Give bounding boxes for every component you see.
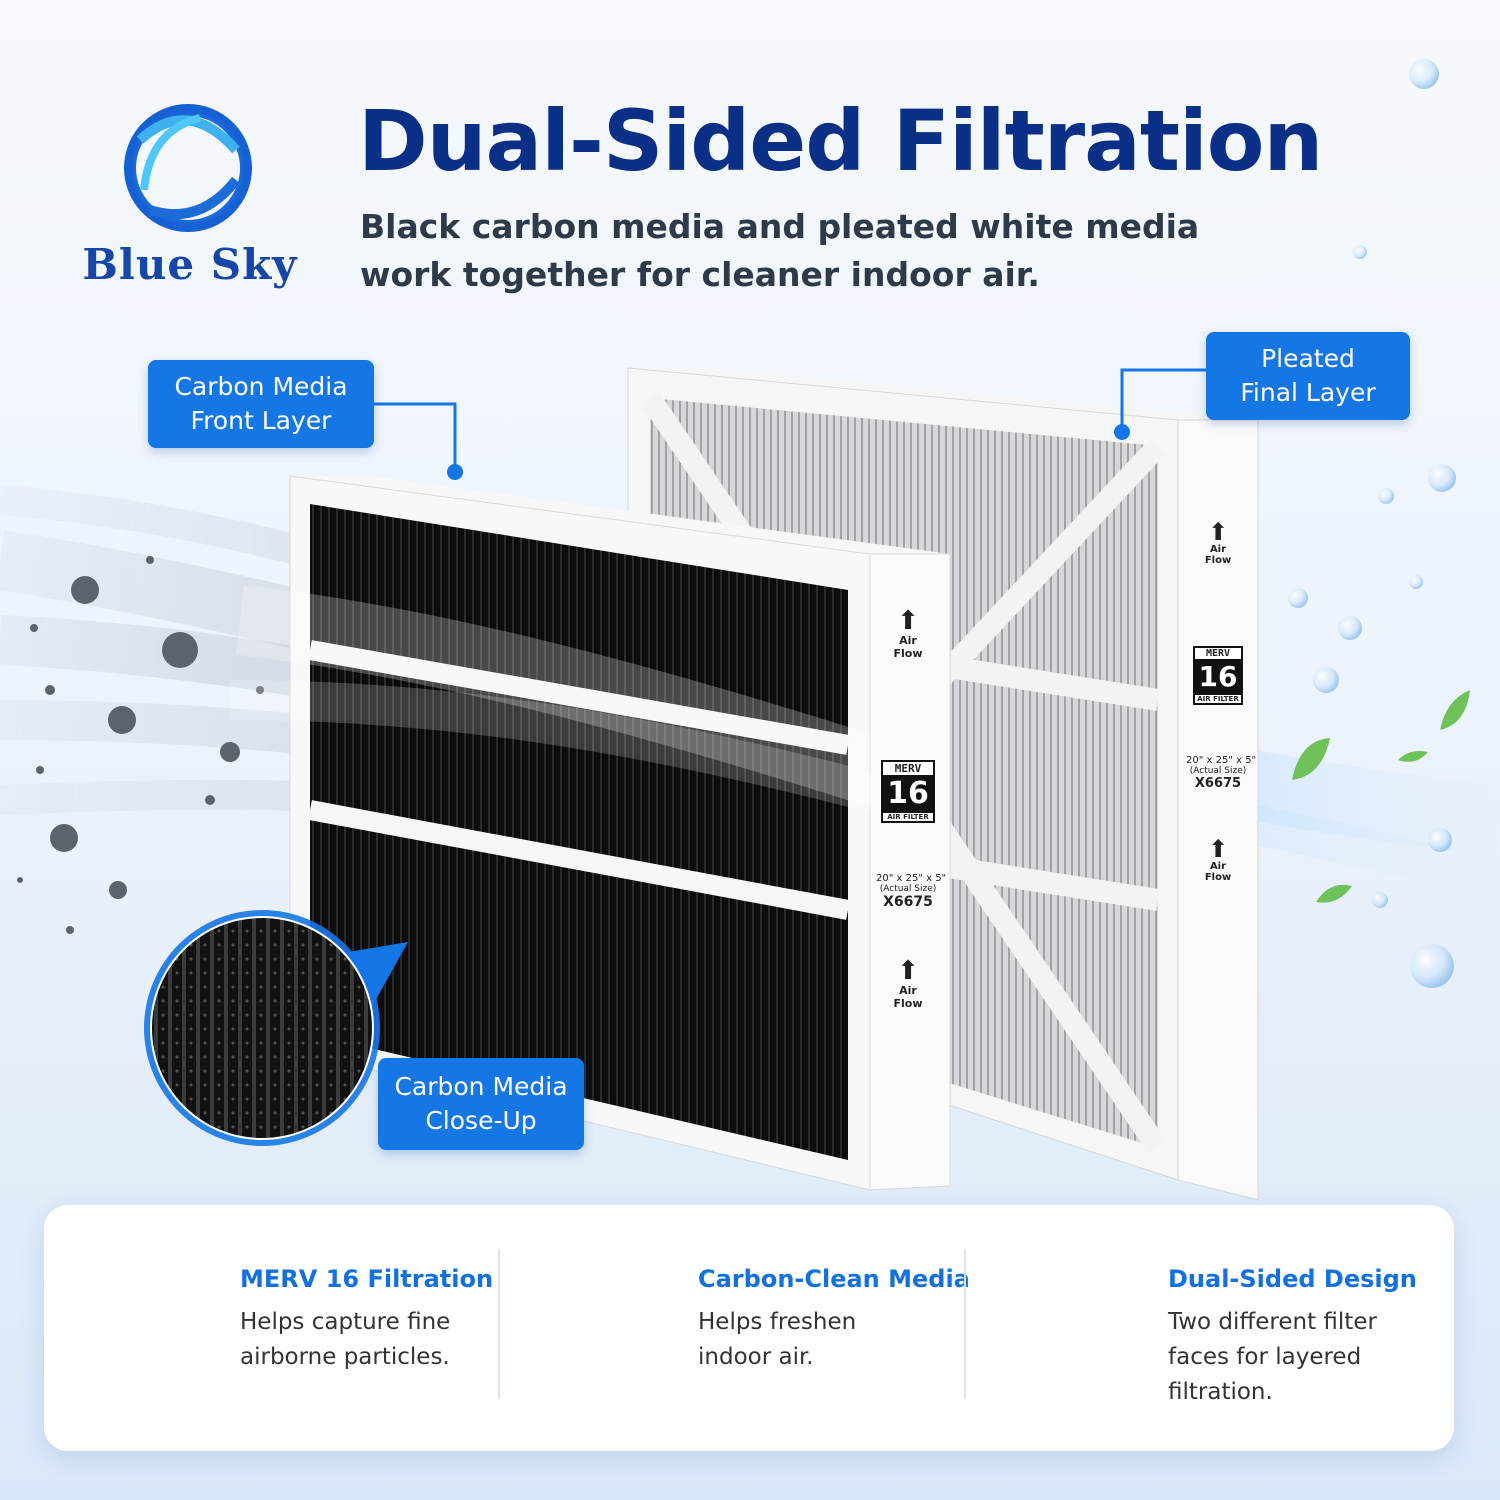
merv-text: MERV — [894, 762, 922, 775]
carbon-filter-front — [289, 475, 951, 1191]
feature-divider — [964, 1249, 966, 1399]
feature-desc-line: airborne particles. — [240, 1344, 450, 1370]
airflow-arrow-icon: ⬆ — [1207, 518, 1229, 546]
subtitle-line-2: work together for cleaner indoor air. — [360, 255, 1040, 294]
merv-badge: MERV 16 AIR FILTER — [1193, 646, 1243, 705]
brand-name: Blue Sky — [82, 240, 298, 289]
filter-model: X6675 — [883, 894, 933, 910]
airflow-label: Air — [899, 984, 917, 997]
merv-text: MERV — [1205, 648, 1231, 659]
callout-pleated-final: Pleated Final Layer — [1206, 332, 1410, 420]
feature-divider — [498, 1249, 500, 1399]
airflow-arrow-icon: ⬆ — [1207, 835, 1229, 863]
callout-line: Close-Up — [425, 1106, 537, 1135]
callout-carbon-closeup: Carbon Media Close-Up — [378, 1058, 584, 1150]
feature-desc-line: faces for layered — [1168, 1344, 1362, 1370]
merv-type: AIR FILTER — [1197, 695, 1239, 703]
airflow-label: Air — [1209, 544, 1227, 555]
feature-desc-merv: Helps capture fine airborne particles. — [240, 1305, 450, 1375]
page-title: Dual-Sided Filtration — [358, 92, 1323, 190]
feature-title-merv: MERV 16 Filtration — [240, 1265, 494, 1293]
feature-title-dual: Dual-Sided Design — [1168, 1265, 1417, 1293]
callout-line: Front Layer — [190, 406, 332, 435]
feature-desc-line: Two different filter — [1168, 1309, 1377, 1335]
callout-line: Pleated — [1261, 344, 1355, 373]
merv-badge: MERV 16 AIR FILTER — [881, 760, 935, 823]
airflow-label: Air — [1209, 861, 1227, 872]
feature-desc-dual: Two different filter faces for layered f… — [1168, 1305, 1377, 1410]
airflow-label: Flow — [893, 997, 923, 1010]
airflow-label: Flow — [893, 647, 923, 660]
filter-size: 20" x 25" x 5" — [876, 873, 947, 884]
callout-line: Carbon Media — [394, 1072, 568, 1101]
callout-line: Final Layer — [1240, 378, 1376, 407]
merv-rating: 16 — [883, 775, 933, 813]
filter-size-note: (Actual Size) — [879, 884, 937, 894]
page-subtitle: Black carbon media and pleated white med… — [360, 203, 1260, 299]
filter-size: 20" x 25" x 5" — [1186, 755, 1257, 766]
feature-desc-line: Helps capture fine — [240, 1309, 451, 1335]
feature-desc-line: filtration. — [1168, 1379, 1273, 1405]
front-filter-side-label: ⬆ Air Flow MERV 16 AIR FILTER 20" x 25" … — [876, 606, 947, 1010]
merv-type: AIR FILTER — [887, 813, 929, 821]
callout-carbon-front: Carbon Media Front Layer — [148, 360, 374, 448]
feature-desc-line: Helps freshen — [698, 1309, 857, 1335]
shield-badge-number: 16 — [118, 1289, 174, 1335]
filter-model: X6675 — [1194, 776, 1242, 791]
subtitle-line-1: Black carbon media and pleated white med… — [360, 207, 1200, 246]
airflow-label: Air — [899, 634, 917, 647]
airflow-label: Flow — [1204, 555, 1232, 566]
airflow-arrow-icon: ⬆ — [897, 606, 919, 636]
filter-size-note: (Actual Size) — [1189, 766, 1247, 776]
feature-desc-carbon: Helps freshen indoor air. — [698, 1305, 856, 1375]
merv-rating: 16 — [1195, 659, 1241, 695]
back-filter-side-label: ⬆ Air Flow MERV 16 AIR FILTER 20" x 25" … — [1186, 518, 1257, 883]
feature-title-carbon: Carbon-Clean Media — [698, 1265, 970, 1293]
airflow-label: Flow — [1204, 872, 1232, 883]
feature-panel: 16 MERV 16 Filtration Helps capture fine… — [44, 1205, 1454, 1451]
brand-logo-icon — [124, 104, 252, 232]
callout-line: Carbon Media — [174, 372, 348, 401]
airflow-arrow-icon: ⬆ — [897, 956, 919, 986]
feature-desc-line: indoor air. — [698, 1344, 814, 1370]
